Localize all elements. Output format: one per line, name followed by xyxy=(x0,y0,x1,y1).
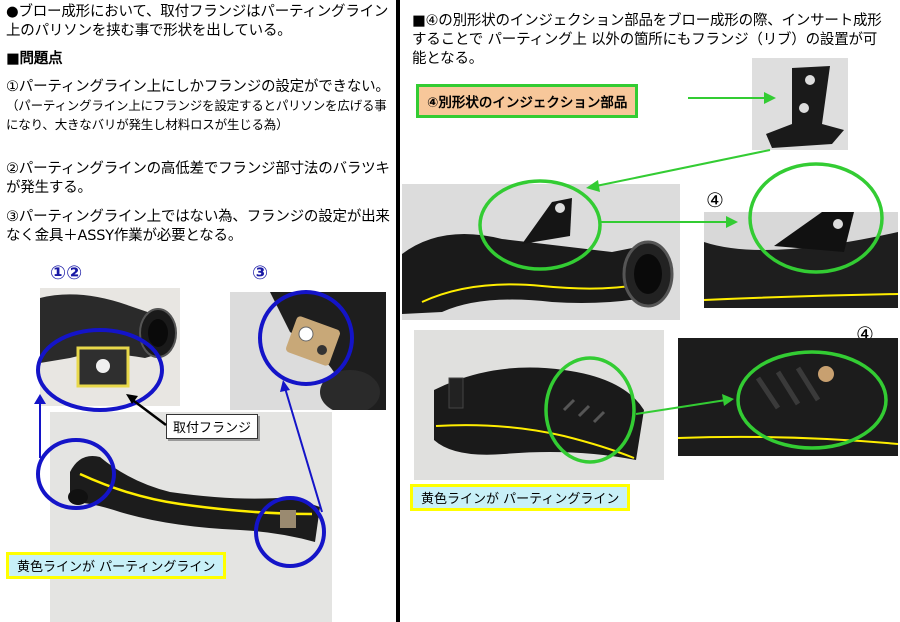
injection-part-drawing xyxy=(766,66,844,148)
label-1-2: ①② xyxy=(50,262,83,284)
parting-line-caption-left: 黄色ラインが パーティングライン xyxy=(6,552,227,579)
bracket-circle xyxy=(258,290,354,386)
problem-3-text: ③パーティングライン上ではない為、フランジの設定が出来なく金具＋ASSY作業が必… xyxy=(6,209,390,244)
left-panel: ●ブロー成形において、取付フランジはパーティングライン上のパリソンを挟む事で形状… xyxy=(0,0,396,622)
duct-right-circle xyxy=(254,496,326,568)
label-4-a: ④ xyxy=(706,188,724,212)
intro-text: ●ブロー成形において、取付フランジはパーティングライン上のパリソンを挟む事で形状… xyxy=(6,4,389,39)
rib-circle-b xyxy=(736,350,888,450)
duct-with-bracket-drawing xyxy=(402,198,674,314)
ribs-closeup-photo xyxy=(678,338,898,456)
right-panel: ■④の別形状のインジェクション部品をブロー成形の際、インサート成形することで パ… xyxy=(400,0,900,622)
duct-with-bracket-photo xyxy=(402,184,680,320)
bracket-circle-b xyxy=(748,162,884,274)
duct-with-ribs-photo xyxy=(414,330,664,480)
right-intro-text: ■④の別形状のインジェクション部品をブロー成形の際、インサート成形することで パ… xyxy=(412,13,882,67)
problem-1-note: （パーティングライン上にフランジを設定するとパリソンを広げる事になり、大きなバリ… xyxy=(6,98,387,132)
injection-part-caption: ④別形状のインジェクション部品 xyxy=(416,84,639,118)
panel-divider xyxy=(396,0,400,622)
injection-part-photo xyxy=(752,58,848,150)
label-3: ③ xyxy=(252,262,269,284)
metal-bracket-photo xyxy=(230,292,386,410)
flange-callout: 取付フランジ xyxy=(166,414,259,439)
flange-circle xyxy=(36,328,164,412)
green-annotations xyxy=(478,92,888,464)
ribs-closeup-drawing xyxy=(678,338,898,456)
metal-bracket-drawing xyxy=(270,292,386,410)
duct-left-circle xyxy=(36,438,116,510)
parting-line-caption-right: 黄色ラインが パーティングライン xyxy=(410,484,631,511)
duct-with-ribs-drawing xyxy=(434,367,644,460)
problem-1-text: ①パーティングライン上にしかフランジの設定ができない。 （パーティングライン上にフ… xyxy=(6,78,394,135)
problem-1-main: ①パーティングライン上にしかフランジの設定ができない。 xyxy=(6,79,390,95)
bracket-circle-a xyxy=(478,179,602,271)
problem-2-text: ②パーティングラインの高低差でフランジ部寸法のバラツキが発生する。 xyxy=(6,161,390,196)
blue-annotations xyxy=(34,290,354,568)
flange-callout-arrow xyxy=(129,397,167,426)
problems-heading: ■問題点 xyxy=(6,51,63,67)
rib-circle-a xyxy=(544,356,636,464)
